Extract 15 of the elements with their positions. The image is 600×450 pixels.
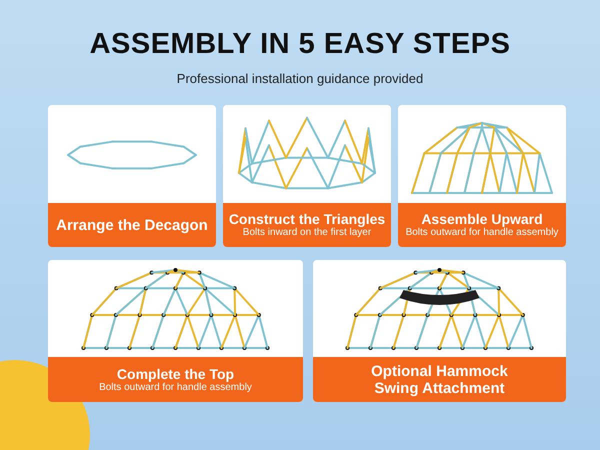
step-title: Optional Hammock Swing Attachment [370, 362, 509, 396]
step-note: Bolts inward on the first layer [242, 227, 372, 239]
step-title: Construct the Triangles [228, 211, 386, 227]
step-card [48, 260, 303, 402]
step-note: Bolts outward for handle assembly [99, 382, 252, 394]
step-card [223, 105, 391, 247]
step-title: Assemble Upward [421, 211, 543, 227]
subtitle: Professional installation guidance provided [176, 71, 424, 86]
step-title: Complete the Top [116, 366, 234, 382]
step-card [48, 105, 216, 247]
step-card [313, 260, 566, 402]
step-card [398, 105, 566, 247]
step-note: Bolts outward for handle assembly [406, 227, 558, 239]
step-title: Arrange the Decagon [56, 216, 208, 234]
page-title: ASSEMBLY IN 5 EASY STEPS [88, 28, 512, 61]
